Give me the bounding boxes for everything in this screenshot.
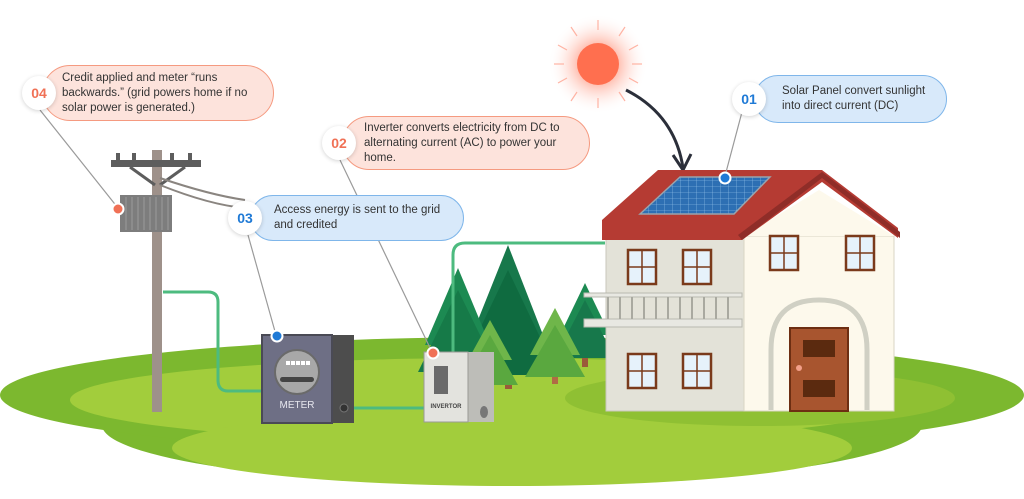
step-number: 03 (228, 201, 262, 235)
trees (418, 245, 615, 392)
green-wires (163, 241, 605, 410)
callout-text: Credit applied and meter “runs backwards… (62, 72, 248, 114)
step-number: 02 (322, 126, 356, 160)
sun-icon (548, 14, 648, 114)
callout-text: Solar Panel convert sunlight into direct… (782, 85, 926, 112)
callout-text: Inverter converts electricity from DC to… (364, 122, 560, 164)
callout-04: 04 Credit applied and meter “runs backwa… (22, 65, 274, 121)
marker-dot-01 (718, 171, 732, 185)
marker-dot-03 (270, 329, 284, 343)
house (583, 170, 900, 412)
leader-lines (39, 109, 743, 353)
step-number: 04 (22, 76, 56, 110)
callout-bubble (754, 75, 947, 123)
callout-01: 01 Solar Panel convert sunlight into dir… (732, 75, 947, 123)
marker-dot-04 (111, 202, 125, 216)
electric-meter: METER (261, 334, 354, 424)
inverter: INVERTOR (423, 351, 494, 423)
sunlight-arrow (625, 88, 685, 169)
utility-pole (111, 150, 246, 412)
marker-dot-02 (426, 346, 440, 360)
solar-panel (638, 176, 772, 215)
callout-02: 02 Inverter converts electricity from DC… (322, 116, 590, 170)
callout-bubble (250, 195, 464, 241)
callout-text: Access energy is sent to the grid and cr… (274, 204, 441, 231)
meter-label: METER (280, 400, 315, 411)
step-number: 01 (732, 82, 766, 116)
callout-bubble (42, 65, 274, 121)
inverter-label: INVERTOR (431, 404, 463, 410)
callout-03: 03 Access energy is sent to the grid and… (228, 195, 464, 241)
